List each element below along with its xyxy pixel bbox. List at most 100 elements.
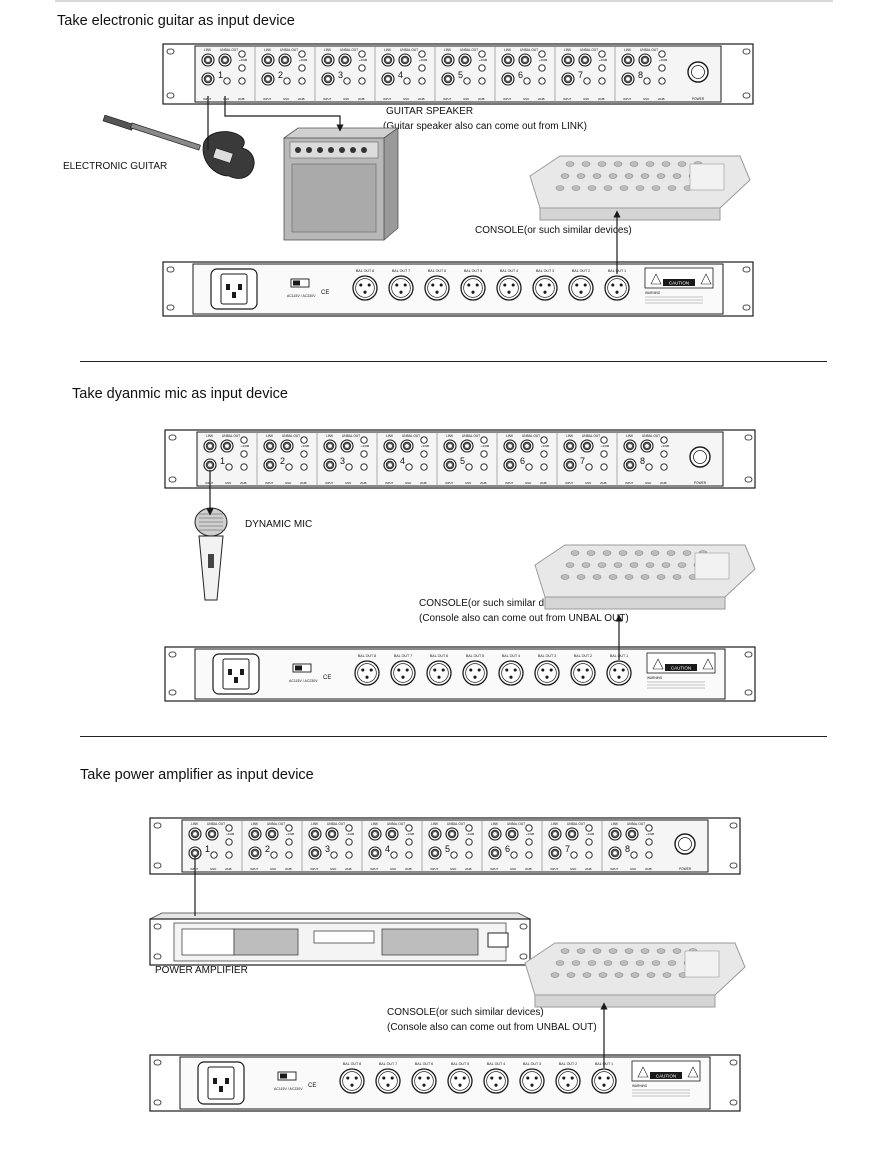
jack-icon xyxy=(553,832,557,836)
channel-number: 6 xyxy=(518,70,523,80)
section-divider xyxy=(80,361,827,362)
label-electronic-guitar: ELECTRONIC GUITAR xyxy=(63,161,168,172)
jack-icon xyxy=(645,444,649,448)
side-label: +20dB xyxy=(661,444,669,448)
console-knob-icon xyxy=(677,161,687,167)
console-knob-icon xyxy=(661,562,671,568)
jack-icon xyxy=(463,58,467,62)
inlet-pin-icon xyxy=(234,677,238,683)
speaker-knob-icon xyxy=(317,147,323,153)
link-label: LINK xyxy=(266,434,274,438)
warning-triangle-icon xyxy=(650,273,662,285)
console-knob-icon xyxy=(624,574,634,580)
db-label: 20dB xyxy=(585,867,592,871)
xlr-pin-icon xyxy=(509,675,513,679)
console-knob-icon xyxy=(608,173,618,179)
power-amplifier-icon xyxy=(149,912,531,966)
unbal-out-label: UNBAL OUT xyxy=(342,434,360,438)
caution-box xyxy=(644,267,714,289)
xlr-pin-icon xyxy=(507,290,511,294)
xlr-pin-icon xyxy=(350,1083,354,1087)
jack-icon xyxy=(343,58,347,62)
xlr-connector-icon xyxy=(573,663,593,683)
side-label: +20dB xyxy=(226,832,234,836)
switch-icon xyxy=(523,77,531,85)
switch-icon xyxy=(658,64,666,72)
db-label: 20dB xyxy=(658,97,665,101)
link-label: LINK xyxy=(626,434,634,438)
input-label: INPUT xyxy=(445,481,454,485)
console-knob-icon xyxy=(656,948,666,954)
xlr-pin-icon xyxy=(615,290,619,294)
xlr-pin-icon xyxy=(505,668,509,672)
channel-number: 7 xyxy=(578,70,583,80)
jack-icon xyxy=(208,463,212,467)
jack-icon xyxy=(585,444,589,448)
channel-number: 5 xyxy=(445,844,450,854)
caution-box xyxy=(646,652,716,674)
jack-icon xyxy=(626,77,630,81)
side-label: +20dB xyxy=(526,832,534,836)
side-label: +20dB xyxy=(301,444,309,448)
switch-icon xyxy=(510,851,518,859)
switch-icon xyxy=(540,436,548,444)
gnd-label: GND xyxy=(223,97,229,101)
switch-icon xyxy=(660,450,668,458)
label-power-amplifier: POWER AMPLIFIER xyxy=(155,965,248,976)
unbal-out-label: UNBAL OUT xyxy=(402,434,420,438)
jack-icon xyxy=(313,832,317,836)
switch-icon xyxy=(358,50,366,58)
switch-icon xyxy=(585,851,593,859)
speaker-knob-icon xyxy=(295,147,301,153)
xlr-pin-icon xyxy=(539,283,543,287)
unbal-out-label: UNBAL OUT xyxy=(522,434,540,438)
db-label: 20dB xyxy=(525,867,532,871)
xlr-pin-icon xyxy=(454,1076,458,1080)
xlr-pin-icon xyxy=(490,1076,494,1080)
side-label: +20dB xyxy=(419,58,427,62)
console-knob-icon xyxy=(581,161,591,167)
console-knob-icon xyxy=(576,948,586,954)
console-knob-icon xyxy=(598,972,608,978)
console-knob-icon xyxy=(645,562,655,568)
xlr-pin-icon xyxy=(498,1076,502,1080)
jack-icon xyxy=(506,58,510,62)
xlr-connector-icon xyxy=(355,278,375,298)
input-label: INPUT xyxy=(625,481,634,485)
input-label: INPUT xyxy=(565,481,574,485)
console-knob-icon xyxy=(581,562,591,568)
link-label: LINK xyxy=(384,48,392,52)
label-guitar-speaker-note: (Guitar speaker also can come out from L… xyxy=(383,121,587,132)
guitar-neck xyxy=(130,122,201,151)
rack-hole-icon xyxy=(729,1099,738,1106)
rack-hole-icon xyxy=(166,266,175,273)
jack-icon xyxy=(266,77,270,81)
jack-icon xyxy=(446,58,450,62)
xlr-pin-icon xyxy=(367,283,371,287)
switch-icon xyxy=(538,50,546,58)
console-knob-icon xyxy=(576,173,586,179)
xlr-pin-icon xyxy=(473,675,477,679)
caution-plate xyxy=(650,1072,682,1079)
link-label: LINK xyxy=(611,822,619,826)
unbal-out-label: UNBAL OUT xyxy=(580,48,598,52)
channel-number: 7 xyxy=(580,456,585,466)
console-knob-icon xyxy=(677,562,687,568)
xlr-pin-icon xyxy=(602,1083,606,1087)
jack-icon xyxy=(210,832,214,836)
jack-icon xyxy=(328,444,332,448)
input-label: INPUT xyxy=(443,97,452,101)
xlr-connector-icon xyxy=(342,1071,362,1091)
switch-icon xyxy=(300,436,308,444)
rack-hole-icon xyxy=(168,689,177,696)
jack-icon xyxy=(525,444,529,448)
input-label: INPUT xyxy=(505,481,514,485)
xlr-pin-icon xyxy=(513,668,517,672)
jack-icon xyxy=(613,832,617,836)
console-front xyxy=(544,596,726,610)
rack-hole-icon xyxy=(729,862,738,869)
console-meter xyxy=(684,950,720,978)
unbal-out-label: UNBAL OUT xyxy=(460,48,478,52)
gnd-label: GND xyxy=(583,97,589,101)
